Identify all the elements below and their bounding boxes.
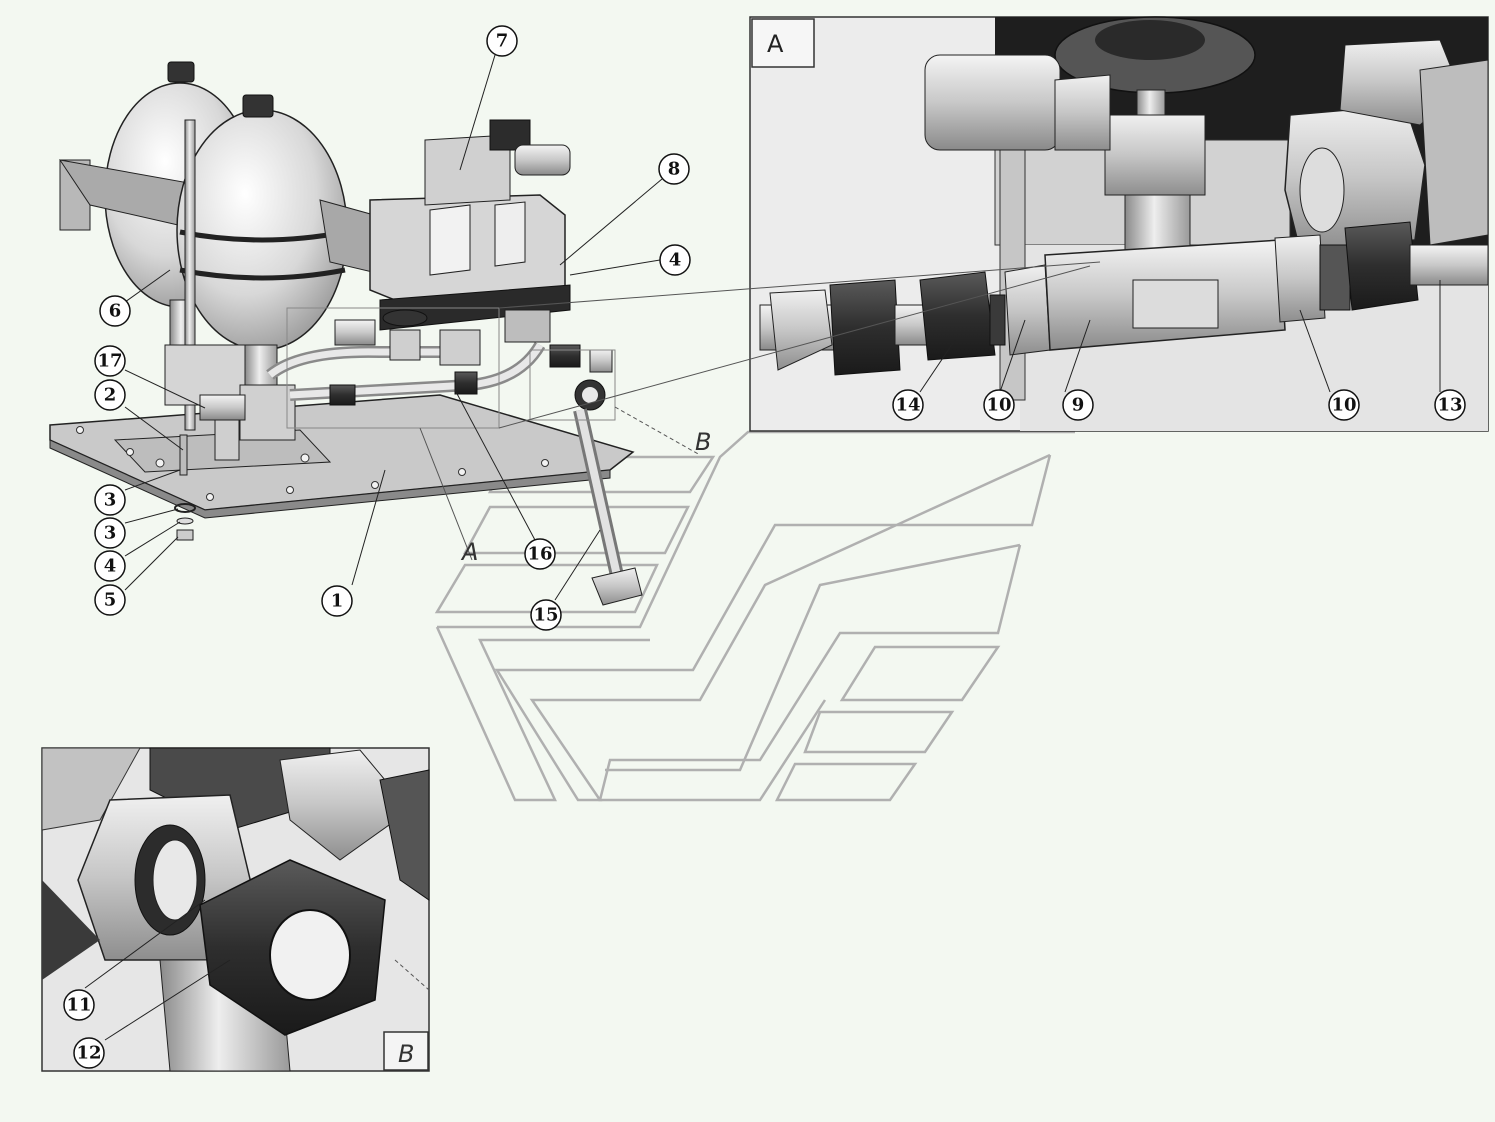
callout-11: 11 [63, 989, 95, 1021]
svg-text:4: 4 [104, 556, 117, 577]
callout-4a: 4 [94, 550, 126, 582]
svg-text:11: 11 [66, 995, 91, 1016]
callout-14: 14 [892, 389, 924, 421]
view-mark-b: B [695, 428, 711, 456]
svg-text:3: 3 [104, 523, 117, 544]
svg-text:8: 8 [668, 159, 681, 180]
svg-text:12: 12 [76, 1043, 101, 1064]
detail-b-frame-marker [529, 349, 616, 421]
background-logo [434, 430, 1075, 802]
accumulator-front [176, 109, 348, 351]
svg-text:17: 17 [97, 351, 122, 372]
callout-7: 7 [486, 25, 518, 57]
svg-text:15: 15 [533, 605, 558, 626]
callout-1: 1 [321, 585, 353, 617]
svg-text:10: 10 [1331, 395, 1356, 416]
solenoid [424, 134, 511, 206]
view-mark-a: A [460, 538, 478, 566]
callout-16: 16 [524, 538, 556, 570]
callouts: 1 2 3 3 4 4 5 6 7 8 9 10 10 11 12 13 14 … [63, 25, 1466, 1069]
detail-a-view: A [749, 16, 1489, 432]
svg-text:13: 13 [1437, 395, 1462, 416]
svg-text:14: 14 [895, 395, 920, 416]
svg-text:9: 9 [1072, 395, 1085, 416]
svg-text:1: 1 [331, 591, 344, 612]
callout-6: 6 [99, 295, 131, 327]
main-assembly: B A [49, 61, 711, 606]
detail-a-frame-marker [286, 307, 500, 429]
callout-3a: 3 [94, 484, 126, 516]
callout-17: 17 [94, 345, 126, 377]
svg-text:10: 10 [986, 395, 1011, 416]
callout-4b: 4 [659, 244, 691, 276]
callout-12: 12 [73, 1037, 105, 1069]
callout-13: 13 [1434, 389, 1466, 421]
svg-text:7: 7 [496, 31, 509, 52]
callout-10a: 10 [983, 389, 1015, 421]
callout-5: 5 [94, 584, 126, 616]
svg-text:6: 6 [109, 301, 122, 322]
detail-b-view: B [41, 747, 430, 1072]
callout-15: 15 [530, 599, 562, 631]
svg-text:2: 2 [104, 385, 117, 406]
detail-b-label: B [398, 1040, 414, 1068]
callout-9: 9 [1062, 389, 1094, 421]
svg-text:5: 5 [104, 590, 117, 611]
callout-8: 8 [658, 153, 690, 185]
svg-text:16: 16 [527, 544, 552, 565]
detail-a-label: A [767, 30, 784, 58]
leader-lines [84, 54, 1441, 1041]
callout-3b: 3 [94, 517, 126, 549]
callout-2: 2 [94, 379, 126, 411]
svg-text:3: 3 [104, 490, 117, 511]
callout-10b: 10 [1328, 389, 1360, 421]
svg-text:4: 4 [669, 250, 682, 271]
